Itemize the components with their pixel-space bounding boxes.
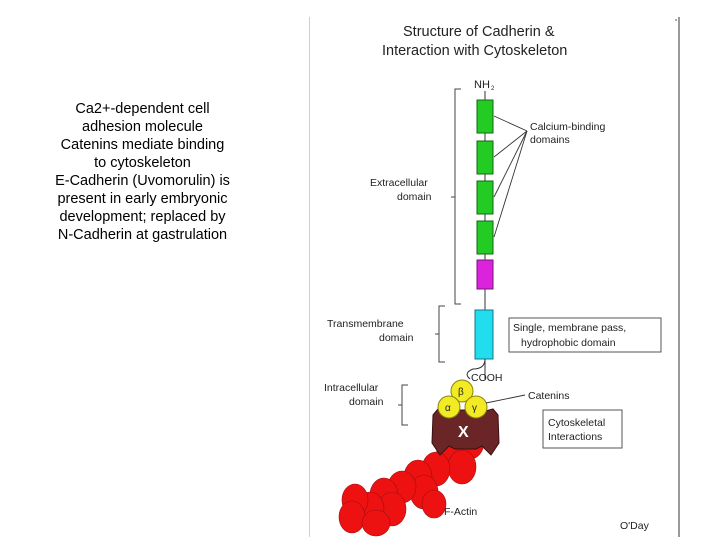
cytoskeletal-box (542, 409, 623, 449)
transmembrane-label-line2: domain (379, 332, 414, 344)
note-line: Ca2+-dependent cell (75, 101, 210, 117)
linker-protein-label: X (458, 424, 469, 441)
f-actin-label: F-Actin (444, 506, 477, 518)
catenins-pointer (485, 394, 526, 404)
extracellular-label-line2: domain (397, 191, 432, 203)
figure-title-line1: Structure of Cadherin & (403, 24, 555, 40)
single-pass-label-line1: Single, membrane pass, (513, 322, 626, 334)
cooh-label: COOH (471, 372, 503, 384)
nh2-label: NH (474, 79, 490, 91)
cadherin-diagram: Structure of Cadherin & Interaction with… (324, 19, 677, 537)
catenins-label: Catenins (528, 390, 569, 402)
extracellular-bracket (451, 88, 461, 305)
cytoskeletal-label-line1: Cytoskeletal (548, 417, 605, 429)
figure-title-line2: Interaction with Cytoskeleton (382, 43, 567, 59)
calcium-binding-domain-1 (476, 99, 494, 134)
note-line: to cytoskeleton (94, 155, 191, 171)
nh2-subscript: 2 (491, 86, 495, 92)
single-pass-box (508, 317, 662, 353)
note-line: Catenins mediate binding (60, 137, 225, 153)
intracellular-label-line2: domain (349, 396, 384, 408)
extracellular-label-line1: Extracellular (370, 177, 428, 189)
note-line: adhesion molecule (82, 119, 203, 135)
beta-catenin (450, 379, 474, 403)
calcium-pointer-lines (493, 115, 528, 238)
cadherin-structure-figure: Structure of Cadherin & Interaction with… (309, 17, 680, 537)
note-line: development; replaced by (59, 209, 226, 225)
transmembrane-domain (474, 309, 494, 360)
credit-label: O'Day (620, 520, 650, 532)
slide-notes: Ca2+-dependent cell adhesion molecule Ca… (30, 100, 255, 244)
note-line: N-Cadherin at gastrulation (57, 227, 228, 243)
single-pass-label-line2: hydrophobic domain (521, 337, 616, 349)
transmembrane-bracket (435, 305, 445, 363)
calcium-binding-domain-2 (476, 140, 494, 175)
cytoskeletal-label-line2: Interactions (548, 431, 602, 443)
alpha-catenin (437, 395, 461, 419)
note-line: E-Cadherin (Uvomorulin) is (55, 173, 230, 189)
gamma-catenin (464, 395, 488, 419)
note-line: present in early embryonic (57, 191, 228, 207)
membrane-proximal-domain (476, 259, 494, 290)
calcium-binding-domain-4 (476, 220, 494, 255)
calcium-binding-label-line2: domains (530, 134, 570, 146)
calcium-binding-label-line1: Calcium-binding (530, 121, 605, 133)
alpha-symbol: α (445, 403, 451, 414)
cooh-tail (466, 358, 486, 380)
gamma-symbol: γ (472, 403, 477, 414)
transmembrane-label-line1: Transmembrane (327, 318, 404, 330)
intracellular-label-line1: Intracellular (324, 382, 379, 394)
calcium-binding-domain-3 (476, 180, 494, 215)
intracellular-bracket (398, 384, 408, 426)
beta-symbol: β (458, 387, 464, 398)
